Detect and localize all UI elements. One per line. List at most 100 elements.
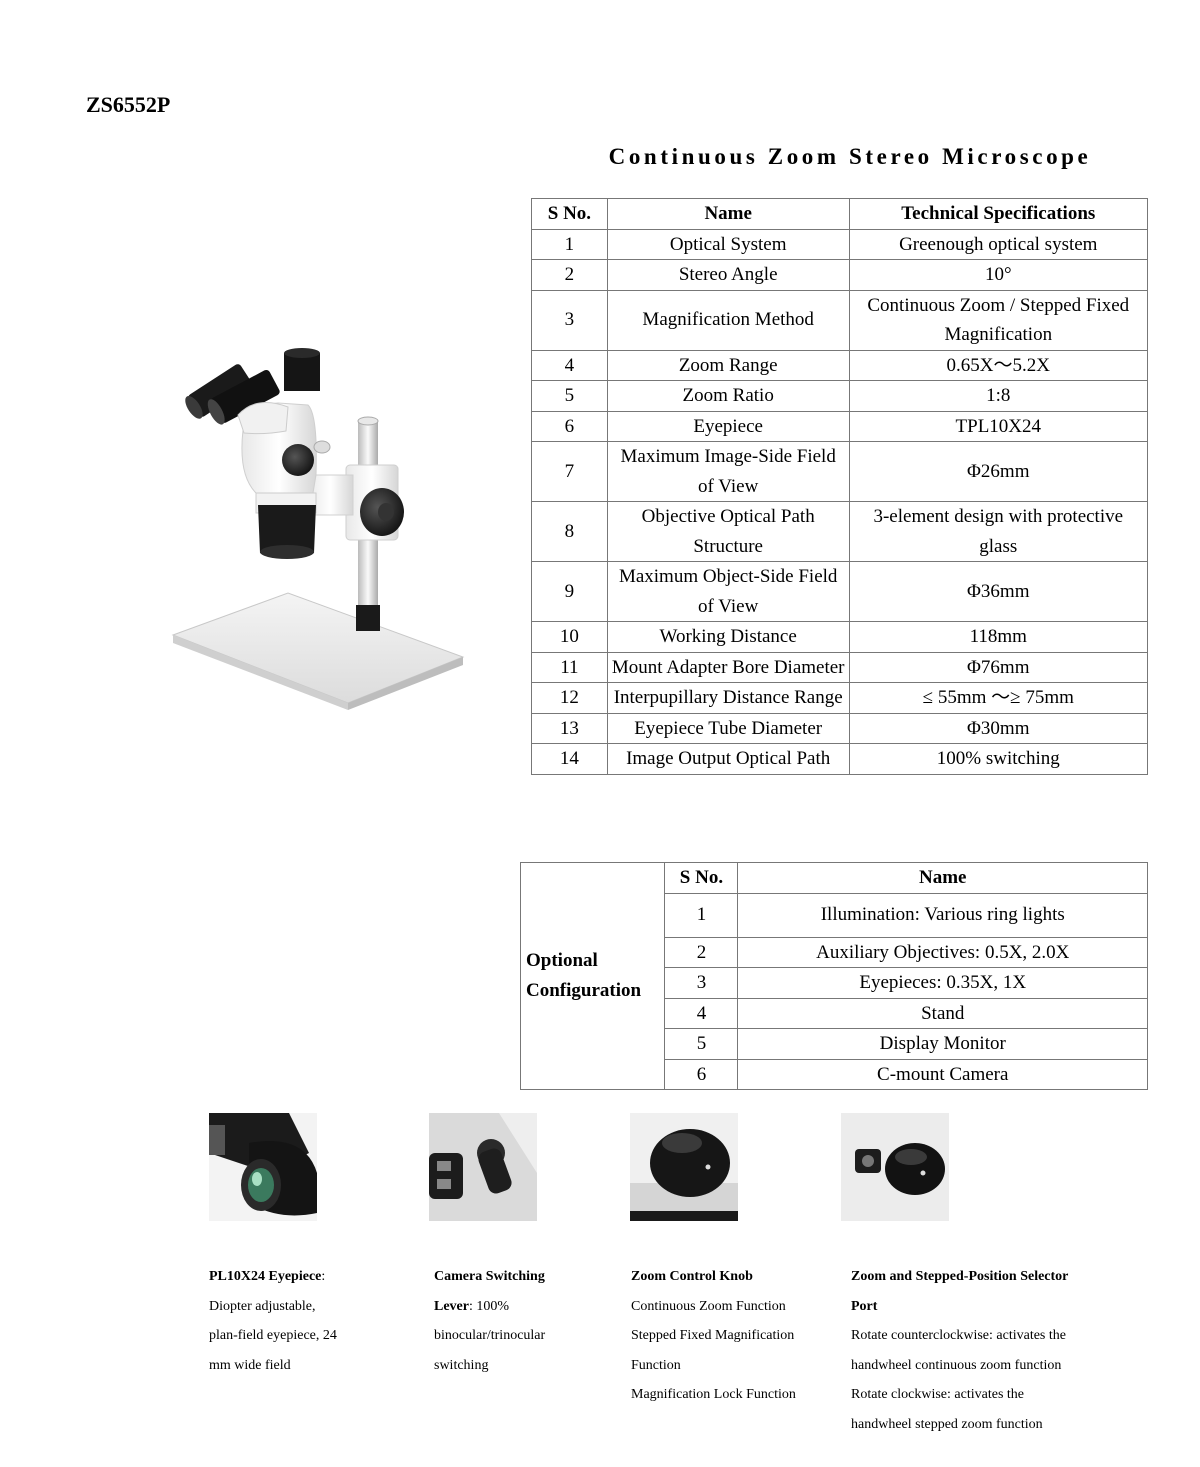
feature-line: Magnification Lock Function bbox=[631, 1387, 796, 1402]
model-number: ZS6552P bbox=[86, 92, 171, 117]
row-name: Zoom Ratio bbox=[606, 380, 850, 412]
feature-line: Rotate clockwise: activates the bbox=[851, 1387, 1024, 1402]
optional-header-row: Optional Configuration S No. Name bbox=[519, 862, 1148, 1090]
feature-title: PL10X24 Eyepiece bbox=[209, 1269, 322, 1284]
row-spec: 3-element design with protective glass bbox=[848, 501, 1149, 562]
feature-title-suffix: : 100% bbox=[468, 1298, 510, 1314]
opt-row-name: Eyepieces: 0.35X, 1X bbox=[737, 967, 1148, 999]
row-name: Mount Adapter Bore Diameter bbox=[606, 651, 850, 683]
row-name: Zoom Range bbox=[606, 349, 850, 381]
opt-row-name: Auxiliary Objectives: 0.5X, 2.0X bbox=[737, 936, 1148, 968]
spec-table-header-row: S No. Name Technical Specifications bbox=[531, 198, 1149, 230]
feature-line: Continuous Zoom Function bbox=[631, 1298, 786, 1314]
document-title: Continuous Zoom Stereo Microscope bbox=[608, 144, 1092, 169]
feature-line: Function bbox=[631, 1357, 681, 1373]
feature-line: plan-field eyepiece, 24 bbox=[209, 1328, 337, 1343]
feature-title: Lever bbox=[434, 1298, 469, 1314]
feature-line: Rotate counterclockwise: activates the bbox=[851, 1328, 1066, 1343]
row-number: 7 bbox=[531, 441, 608, 502]
feature-line: handwheel stepped zoom function bbox=[851, 1416, 1043, 1432]
row-name: Eyepiece bbox=[606, 410, 850, 442]
feature-title: Port bbox=[851, 1298, 878, 1314]
row-name: Working Distance bbox=[606, 621, 850, 653]
camera-switching-lever-photo bbox=[429, 1113, 537, 1221]
row-spec: Continuous Zoom / Stepped Fixed Magnific… bbox=[848, 289, 1149, 351]
col-header-sno: S No. bbox=[531, 198, 608, 230]
eyepiece-photo bbox=[209, 1113, 317, 1221]
zoom-control-knob-photo bbox=[630, 1113, 738, 1221]
opt-row-number: 1 bbox=[664, 892, 739, 938]
row-spec: 100% switching bbox=[848, 743, 1149, 775]
row-spec: 118mm bbox=[848, 621, 1149, 653]
opt-col-header-sno: S No. bbox=[664, 862, 739, 894]
row-name: Maximum Object-Side Field of View bbox=[606, 561, 850, 622]
row-number: 11 bbox=[531, 651, 608, 683]
optional-label-line2: Configuration bbox=[526, 980, 642, 1001]
feature-line: Stepped Fixed Magnification bbox=[631, 1328, 795, 1343]
optional-label-line1: Optional bbox=[526, 950, 598, 971]
row-number: 12 bbox=[531, 682, 608, 714]
row-number: 5 bbox=[531, 380, 608, 412]
row-name: Interpupillary Distance Range bbox=[606, 682, 850, 714]
opt-row-name: Stand bbox=[737, 997, 1148, 1029]
row-name: Maximum Image-Side Field of View bbox=[606, 441, 850, 502]
row-spec: Φ26mm bbox=[848, 441, 1149, 502]
col-header-name: Name bbox=[606, 198, 850, 230]
feature-line: mm wide field bbox=[209, 1357, 291, 1373]
row-name: Eyepiece Tube Diameter bbox=[606, 712, 850, 744]
opt-row-name: Display Monitor bbox=[737, 1028, 1148, 1060]
row-spec: Φ76mm bbox=[848, 651, 1149, 683]
row-number: 4 bbox=[531, 349, 608, 381]
selector-port-photo bbox=[841, 1113, 949, 1221]
feature-line: Diopter adjustable, bbox=[209, 1298, 316, 1314]
row-spec: 0.65X～5.2X bbox=[848, 349, 1149, 381]
feature-camera-switching: Camera Switching Lever: 100% binocular/t… bbox=[434, 1262, 614, 1380]
row-number: 1 bbox=[531, 228, 608, 260]
feature-zoom-knob: Zoom Control Knob Continuous Zoom Functi… bbox=[631, 1262, 831, 1410]
feature-line: switching bbox=[434, 1357, 489, 1373]
row-spec: Φ36mm bbox=[848, 561, 1149, 622]
opt-row-number: 5 bbox=[664, 1028, 739, 1060]
row-spec: Greenough optical system bbox=[848, 228, 1149, 260]
row-number: 10 bbox=[531, 621, 608, 653]
opt-row-number: 6 bbox=[664, 1058, 739, 1090]
feature-selector-port: Zoom and Stepped-Position Selector Port … bbox=[851, 1262, 1151, 1439]
optional-config-label: Optional Configuration bbox=[519, 862, 666, 1090]
row-number: 8 bbox=[531, 501, 608, 562]
opt-col-header-name: Name bbox=[737, 862, 1148, 894]
opt-row-number: 3 bbox=[664, 967, 739, 999]
row-spec: 10° bbox=[848, 259, 1149, 291]
row-number: 6 bbox=[531, 410, 608, 442]
row-name: Magnification Method bbox=[606, 289, 850, 351]
row-name: Stereo Angle bbox=[606, 259, 850, 291]
row-number: 14 bbox=[531, 743, 608, 775]
feature-title: Camera Switching bbox=[434, 1269, 545, 1284]
opt-row-name: C-mount Camera bbox=[737, 1058, 1148, 1090]
row-number: 13 bbox=[531, 712, 608, 744]
row-name: Objective Optical Path Structure bbox=[606, 501, 850, 562]
row-spec: TPL10X24 bbox=[848, 410, 1149, 442]
feature-title-suffix: : bbox=[321, 1269, 326, 1284]
row-spec: 1:8 bbox=[848, 380, 1149, 412]
microscope-product-image bbox=[171, 348, 465, 710]
opt-row-number: 2 bbox=[664, 936, 739, 968]
